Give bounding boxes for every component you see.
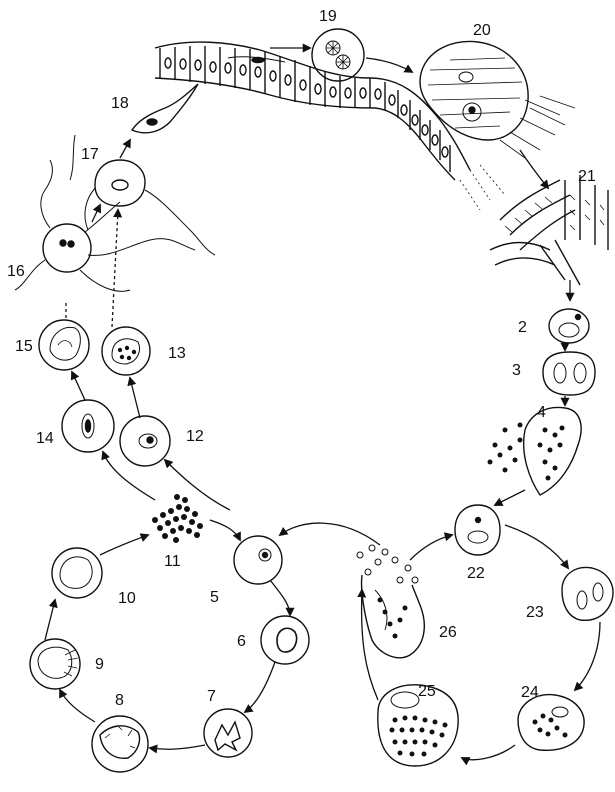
label-5: 5	[210, 589, 219, 606]
stage-24-cell	[518, 695, 584, 751]
stage-2-cell	[549, 309, 589, 343]
label-4: 4	[537, 404, 546, 421]
label-17: 17	[81, 146, 99, 163]
stage-22-cell	[455, 505, 500, 555]
label-2: 2	[518, 319, 527, 336]
label-11: 11	[164, 553, 181, 570]
stage-12-cell	[120, 416, 170, 466]
stage-26-cell	[357, 545, 424, 658]
stage-23-cell	[562, 567, 613, 620]
label-6: 6	[237, 633, 246, 650]
label-16: 16	[7, 263, 25, 280]
stage-20-tissue	[420, 41, 575, 158]
label-13: 13	[168, 345, 186, 362]
label-23: 23	[526, 604, 544, 621]
stage-3-cell	[543, 352, 595, 395]
label-8: 8	[115, 692, 124, 709]
stage-19-cell	[312, 29, 364, 81]
label-14: 14	[36, 430, 54, 447]
label-3: 3	[512, 362, 521, 379]
stage-10-cell	[52, 548, 102, 598]
stage-4-cell	[488, 407, 582, 495]
stage-6-cell	[261, 616, 309, 664]
label-9: 9	[95, 656, 104, 673]
stage-17-cell	[85, 160, 215, 255]
label-24: 24	[521, 684, 539, 701]
stage-11-cluster[interactable]	[152, 494, 203, 543]
label-7: 7	[207, 688, 216, 705]
stage-16-cell	[15, 135, 195, 291]
stage-labels: 2 3 4 5 6 7 8 9 10 11 12 13 14 15 16 17 …	[7, 8, 596, 709]
label-21: 21	[578, 168, 596, 185]
label-26: 26	[439, 624, 457, 641]
stage-15-cell	[39, 320, 89, 370]
stage-9-cell	[30, 639, 80, 689]
cycle-arrows	[45, 48, 600, 760]
label-19: 19	[319, 8, 337, 25]
label-10: 10	[118, 590, 136, 607]
stage-14-cell	[62, 400, 114, 452]
label-15: 15	[15, 338, 33, 355]
label-18: 18	[111, 95, 129, 112]
label-22: 22	[467, 565, 485, 582]
stage-13-cell	[102, 327, 150, 375]
stage-5-cell	[234, 536, 282, 584]
label-20: 20	[473, 22, 491, 39]
stage-18-cell	[132, 84, 198, 133]
stage-8-cell	[92, 716, 148, 772]
label-25: 25	[418, 683, 436, 700]
stage-7-cell	[204, 709, 252, 757]
label-12: 12	[186, 428, 204, 445]
